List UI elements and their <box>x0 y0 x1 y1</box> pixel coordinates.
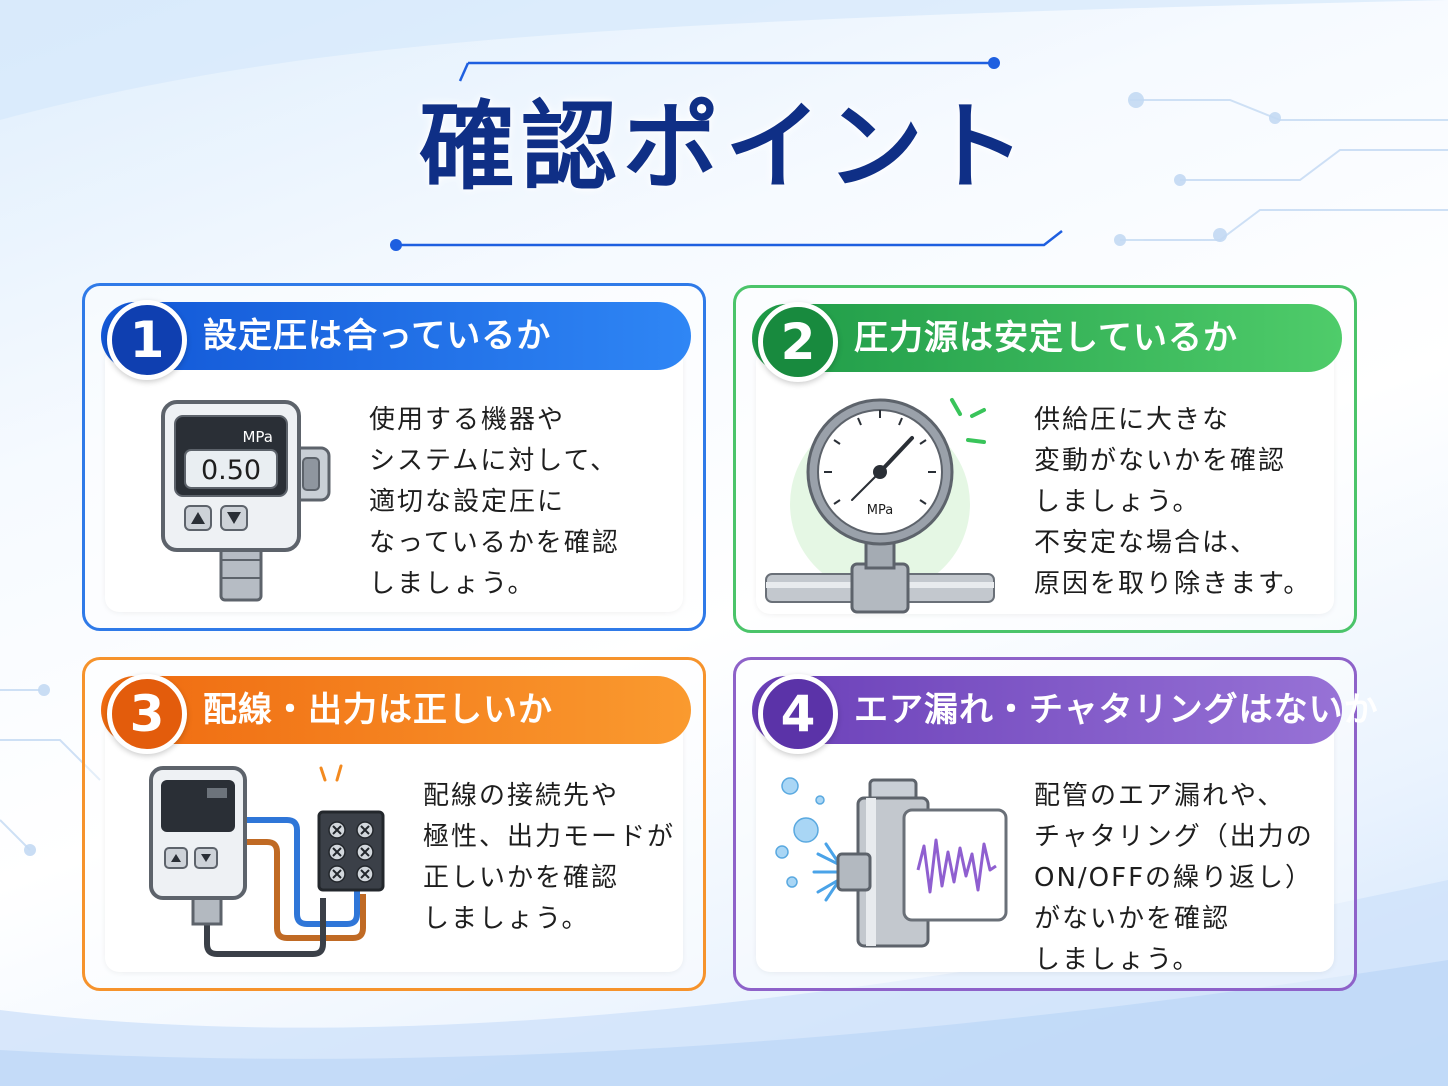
title-area: 確認ポイント <box>380 55 1070 255</box>
card-number-badge: 4 <box>758 674 838 754</box>
pressure-switch-icon: MPa 0.50 <box>161 400 331 602</box>
card-number-badge: 2 <box>758 302 838 382</box>
card-heading: エア漏れ・チャタリングはないか <box>854 690 1379 730</box>
card-banner <box>752 676 1342 744</box>
display-value: 0.50 <box>201 455 261 486</box>
description-line: なっているかを確認 <box>369 528 620 558</box>
card-body-panel <box>756 720 1334 972</box>
description-line: 適切な設定圧に <box>369 487 566 517</box>
description-line: 正しいかを確認 <box>423 863 620 893</box>
description-line: 配線の接続先や <box>423 781 620 811</box>
description-line: 極性、出力モードが <box>423 822 676 852</box>
description-line: チャタリング（出力の <box>1034 822 1314 852</box>
card-banner <box>101 302 691 370</box>
pressure-gauge-icon: MPa <box>765 398 995 614</box>
card-banner <box>101 676 691 744</box>
description-line: 変動がないかを確認 <box>1034 446 1287 476</box>
description-line: しましょう。 <box>423 904 590 934</box>
card-wiring-output: 3 配線・出力は正しいか 配線の接続先や 極性、出力モードが 正しいかを確認 <box>82 657 706 991</box>
description-line: しましょう。 <box>369 569 536 599</box>
description-line: 不安定な場合は、 <box>1034 528 1259 558</box>
title-frame-lines <box>390 57 1063 251</box>
card-banner <box>752 304 1342 372</box>
card-description: 配管のエア漏れや、 チャタリング（出力の ON/OFFの繰り返し） がないかを確… <box>1034 776 1314 981</box>
description-line: がないかを確認 <box>1034 904 1231 934</box>
display-unit: MPa <box>242 428 273 446</box>
description-line: システムに対して、 <box>369 446 619 476</box>
description-line: 供給圧に大きな <box>1034 405 1231 435</box>
card-setting-pressure: 1 設定圧は合っているか MPa 0.50 使用する機器や システムに対して、 … <box>82 283 706 631</box>
card-description: 配線の接続先や 極性、出力モードが 正しいかを確認 しましょう。 <box>423 776 675 940</box>
description-line: ON/OFFの繰り返し） <box>1034 863 1314 893</box>
description-line: しましょう。 <box>1034 487 1201 517</box>
card-description: 使用する機器や システムに対して、 適切な設定圧に なっているかを確認 しましょ… <box>369 400 620 605</box>
card-heading: 設定圧は合っているか <box>203 316 552 356</box>
wiring-terminal-icon <box>149 764 385 957</box>
card-number-badge: 1 <box>107 300 187 380</box>
description-line: 原因を取り除きます。 <box>1034 569 1312 599</box>
description-line: 配管のエア漏れや、 <box>1034 781 1286 811</box>
card-heading: 配線・出力は正しいか <box>203 690 553 730</box>
description-line: しましょう。 <box>1034 945 1201 975</box>
description-line: 使用する機器や <box>369 405 566 435</box>
card-heading: 圧力源は安定しているか <box>854 318 1238 358</box>
air-leak-waveform-icon <box>775 777 1008 948</box>
card-description: 供給圧に大きな 変動がないかを確認 しましょう。 不安定な場合は、 原因を取り除… <box>1034 400 1311 605</box>
card-number-badge: 3 <box>107 674 187 754</box>
card-pressure-source: 2 圧力源は安定しているか MPa 供給圧に大きな 変動がないかを確認 しましょ… <box>733 285 1357 633</box>
gauge-unit: MPa <box>867 503 893 518</box>
card-air-leak-chattering: 4 エア漏れ・チャタリングはないか 配管のエア漏れや、 チャタリング（出力の O… <box>733 657 1378 991</box>
page-title: 確認ポイント <box>419 91 1031 203</box>
